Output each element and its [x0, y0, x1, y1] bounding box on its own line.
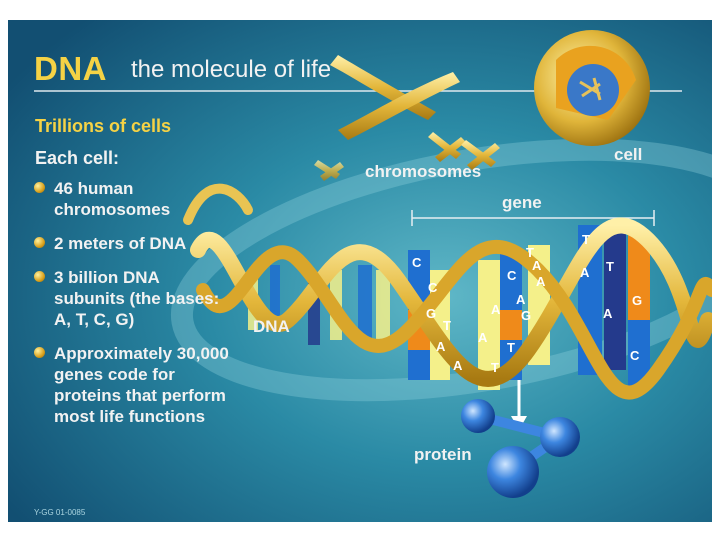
base-letter: T	[491, 360, 499, 375]
label-gene: gene	[502, 193, 542, 212]
base-letter: C	[428, 280, 438, 295]
base-letter: T	[526, 245, 534, 260]
fact-item: Approximately 30,000 genes code for prot…	[34, 343, 234, 427]
base-letter: C	[507, 268, 517, 283]
base-letter: T	[443, 318, 451, 333]
chromosome-small-a	[428, 132, 466, 162]
base-letter: G	[426, 306, 437, 321]
base-letter: C	[630, 348, 640, 363]
subheading: Trillions of cells	[35, 116, 172, 136]
gene-bracket	[411, 210, 655, 226]
fact-item: 3 billion DNA subunits (the bases: A, T,…	[34, 267, 234, 330]
bullet-dot-icon	[34, 347, 45, 358]
title-highlight: DNA	[34, 50, 107, 87]
base-letter: A	[453, 358, 463, 373]
fact-text: 3 billion DNA subunits (the bases: A, T,…	[54, 268, 220, 329]
fact-text: Approximately 30,000 genes code for prot…	[54, 344, 229, 426]
label-protein: protein	[414, 445, 472, 464]
fact-text: 2 meters of DNA	[54, 234, 187, 253]
fact-text: 46 human chromosomes	[54, 179, 171, 219]
base-letter: A	[436, 339, 446, 354]
cell-sphere	[534, 30, 650, 146]
fact-item: 46 human chromosomes	[34, 178, 234, 220]
base-letter: T	[606, 259, 614, 274]
base-letter: T	[507, 340, 515, 355]
base-letter: A	[603, 306, 613, 321]
chromosome-large	[330, 55, 460, 140]
bullet-dot-icon	[34, 271, 45, 282]
bullet-dot-icon	[34, 237, 45, 248]
title-text: the molecule of life	[131, 56, 332, 83]
fact-list: 46 human chromosomes 2 meters of DNA 3 b…	[34, 178, 234, 440]
background-panel	[8, 20, 712, 522]
label-cell: cell	[614, 145, 643, 164]
base-letter: A	[491, 302, 501, 317]
base-letter: T	[582, 232, 590, 247]
base-letter: A	[532, 258, 542, 273]
protein-molecule	[461, 399, 580, 498]
base-letter: A	[580, 265, 590, 280]
base-letter: C	[412, 255, 422, 270]
fact-item: 2 meters of DNA	[34, 233, 234, 254]
helix-ribbons	[183, 183, 712, 400]
base-letter: A	[478, 330, 488, 345]
base-letter: G	[521, 308, 532, 323]
chromosome-small-b	[461, 140, 500, 170]
base-letter: A	[516, 292, 526, 307]
chromosome-small-c	[314, 160, 344, 181]
credit-code: Y-GG 01-0085	[34, 508, 86, 517]
base-letter: G	[632, 293, 643, 308]
label-dna: DNA	[253, 317, 290, 336]
label-chromosomes: chromosomes	[365, 162, 482, 181]
base-letter: A	[536, 274, 546, 289]
intro-text: Each cell:	[35, 148, 120, 168]
background-art	[8, 20, 712, 522]
bullet-dot-icon	[34, 182, 45, 193]
